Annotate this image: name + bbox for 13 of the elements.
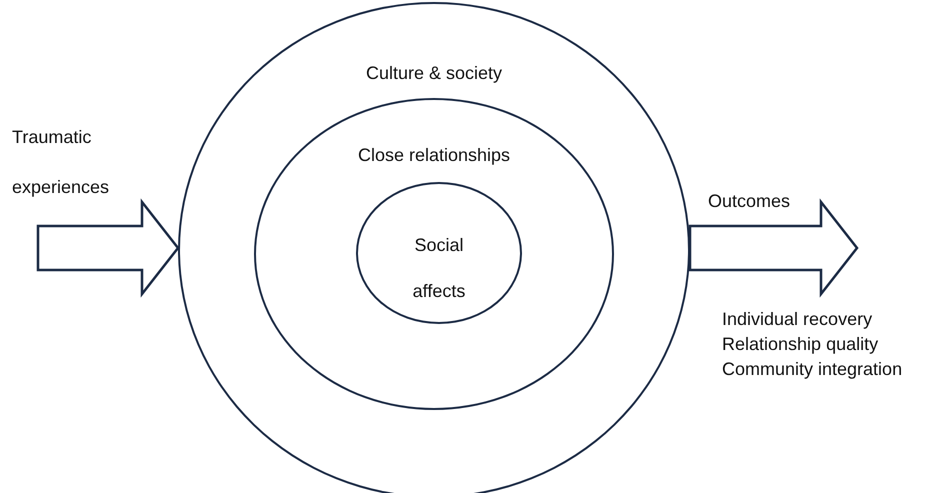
text-label: Relationship quality [722,333,878,356]
circle-label: Culture & society [366,62,502,85]
text-label: Traumatic experiences [12,112,142,212]
circle-label: Social affects [412,234,466,303]
block-arrow [688,198,859,298]
circle [254,98,614,410]
block-arrow [36,198,180,298]
text-label: Individual recovery [722,308,872,331]
text-label: Community integration [722,358,902,381]
circle [356,182,522,324]
circle [178,2,690,493]
circle-label: Close relationships [358,144,510,167]
text-label: Outcomes [708,188,805,215]
